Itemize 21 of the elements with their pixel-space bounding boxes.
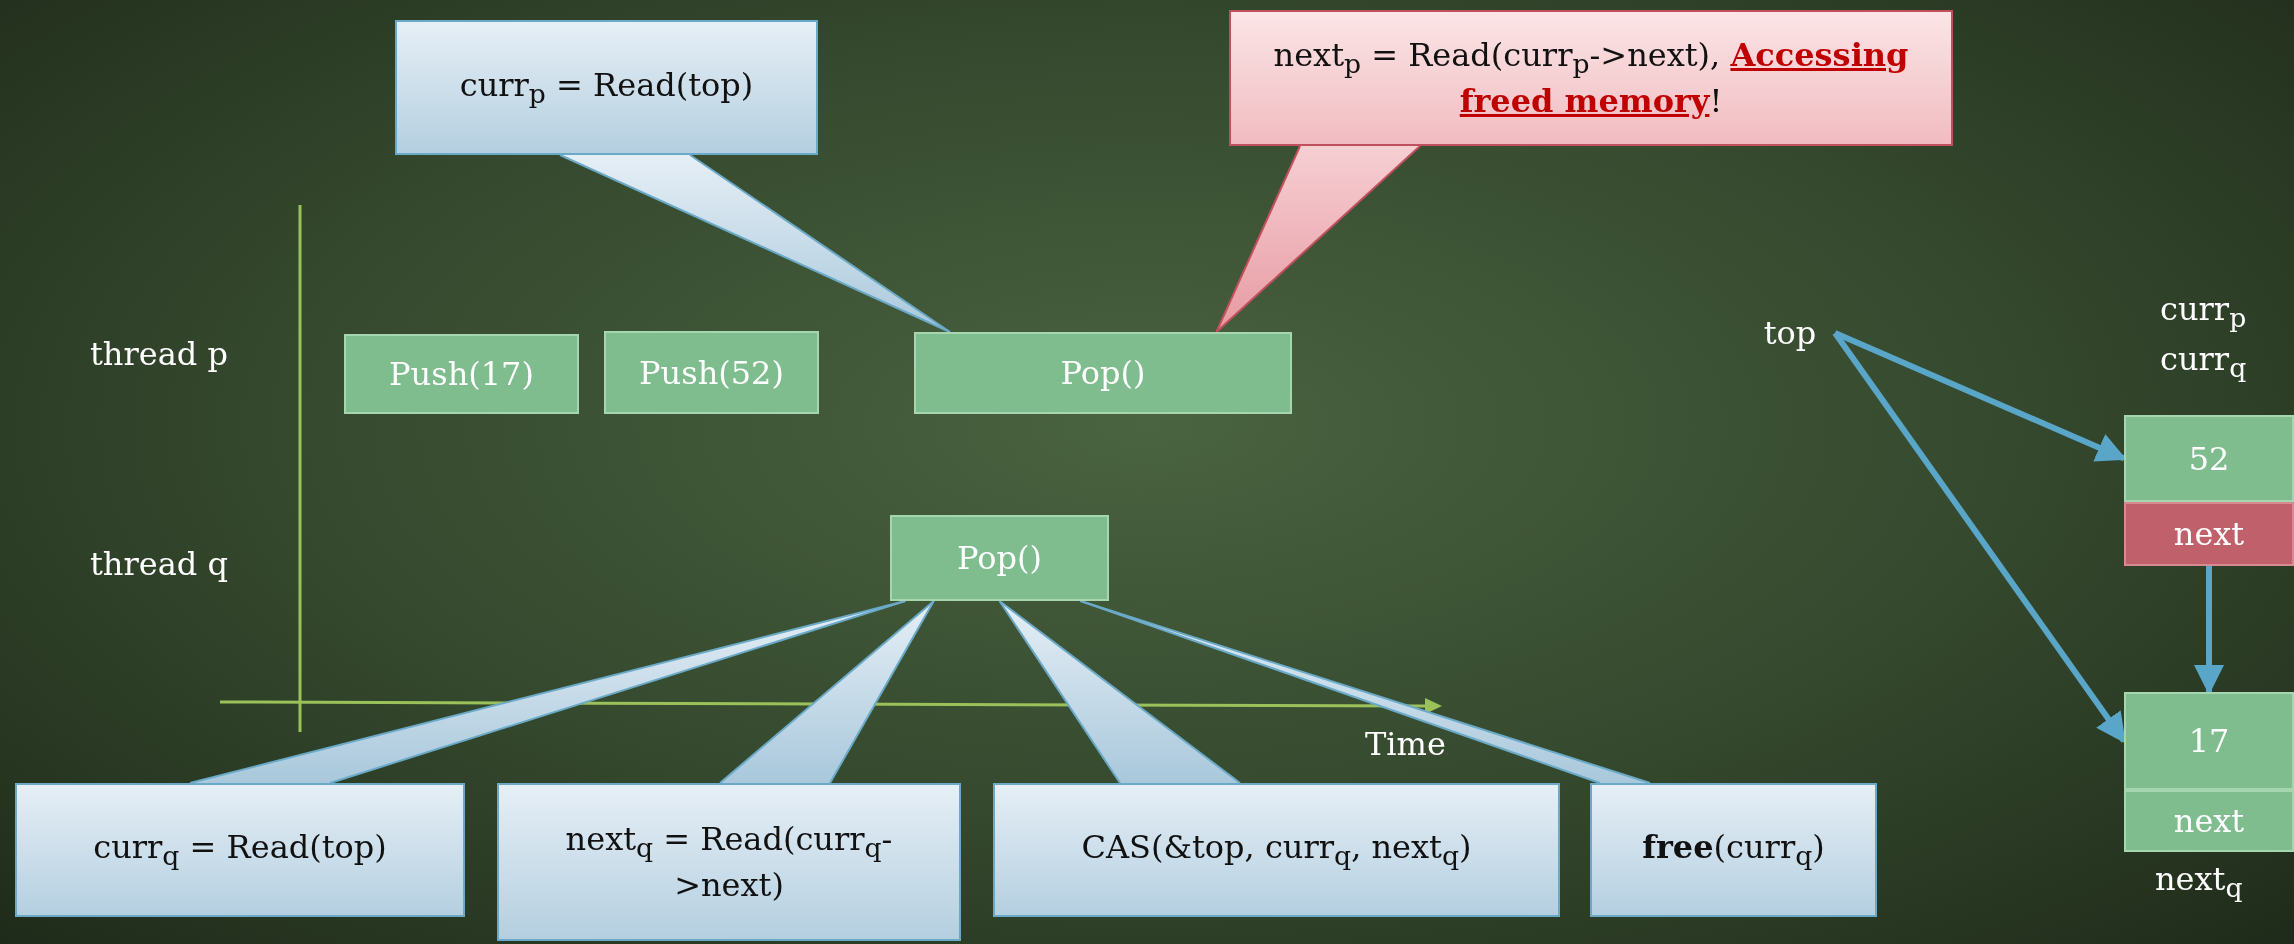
callout-box: next$_{q}$ = Read(curr$_{q}$->next)	[497, 783, 961, 941]
pointer-cell: next	[2124, 790, 2294, 852]
arrow	[2194, 566, 2224, 695]
list-value-cell: 52	[2124, 415, 2294, 502]
callout-box: CAS(&top, curr$_{q}$, next$_{q}$)	[993, 783, 1560, 917]
callout-box: free(curr$_{q}$)	[1590, 783, 1877, 917]
axis-label: Time	[1365, 725, 1446, 763]
operation-bar: Pop()	[890, 515, 1109, 601]
thread-label: thread q	[90, 545, 228, 583]
thread-label: thread p	[90, 335, 228, 373]
operation-bar: Push(17)	[344, 334, 579, 414]
pointer-cell: next	[2124, 502, 2294, 566]
pointer-label: next$_{q}$	[2155, 860, 2243, 904]
callout-box: curr$_{p}$ = Read(top)	[395, 20, 818, 155]
pointer-label: curr$_{p}$	[2160, 290, 2247, 334]
operation-bar: Pop()	[914, 332, 1292, 414]
list-value-cell: 17	[2124, 692, 2294, 790]
pointer-label: curr$_{q}$	[2160, 340, 2247, 384]
pointer-label: top	[1745, 305, 1835, 361]
operation-bar: Push(52)	[604, 331, 819, 414]
callout-box: curr$_{q}$ = Read(top)	[15, 783, 465, 917]
